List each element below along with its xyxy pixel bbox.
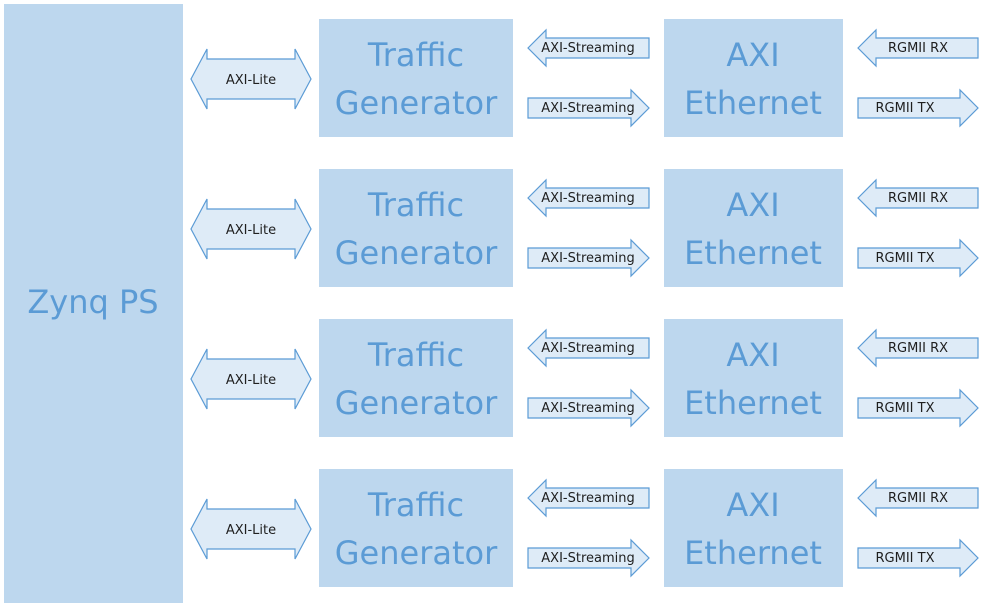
rgmii-tx-arrow bbox=[857, 538, 979, 578]
rgmii-rx-label: RGMII RX bbox=[888, 491, 948, 506]
axi-lite-double-arrow bbox=[190, 348, 312, 410]
pipeline-row: AXI-LiteTrafficGeneratorAXI-StreamingAXI… bbox=[190, 319, 979, 437]
axi-streaming-tx-arrow bbox=[527, 388, 650, 428]
axi-ethernet-label-line2: Ethernet bbox=[684, 384, 822, 422]
traffic-generator-block bbox=[319, 469, 513, 587]
rgmii-rx-label: RGMII RX bbox=[888, 341, 948, 356]
pipeline-row: AXI-LiteTrafficGeneratorAXI-StreamingAXI… bbox=[190, 169, 979, 287]
axi-streaming-tx-label: AXI-Streaming bbox=[541, 401, 634, 416]
zynq-ps-rect bbox=[4, 4, 183, 603]
rgmii-rx-arrow bbox=[857, 28, 979, 68]
axi-streaming-rx-arrow bbox=[527, 28, 650, 68]
pipeline-row: AXI-LiteTrafficGeneratorAXI-StreamingAXI… bbox=[190, 19, 979, 137]
rgmii-rx-arrow bbox=[857, 478, 979, 518]
traffic-generator-label-line1: Traffic bbox=[367, 186, 464, 224]
axi-streaming-rx-label: AXI-Streaming bbox=[541, 491, 634, 506]
axi-ethernet-label-line2: Ethernet bbox=[684, 234, 822, 272]
axi-streaming-tx-arrow bbox=[527, 88, 650, 128]
rgmii-rx-arrow bbox=[857, 178, 979, 218]
axi-streaming-rx-arrow bbox=[527, 178, 650, 218]
axi-ethernet-label-line1: AXI bbox=[726, 336, 779, 374]
axi-ethernet-label-line2: Ethernet bbox=[684, 534, 822, 572]
axi-lite-double-arrow bbox=[190, 498, 312, 560]
axi-streaming-tx-arrow bbox=[527, 538, 650, 578]
axi-lite-label: AXI-Lite bbox=[226, 73, 276, 88]
traffic-generator-label-line2: Generator bbox=[335, 534, 498, 572]
rgmii-rx-arrow bbox=[857, 328, 979, 368]
axi-ethernet-block bbox=[664, 469, 843, 587]
rgmii-tx-label: RGMII TX bbox=[876, 401, 935, 416]
axi-streaming-tx-label: AXI-Streaming bbox=[541, 551, 634, 566]
axi-streaming-rx-label: AXI-Streaming bbox=[541, 341, 634, 356]
axi-lite-label: AXI-Lite bbox=[226, 523, 276, 538]
axi-ethernet-block bbox=[664, 319, 843, 437]
axi-streaming-tx-label: AXI-Streaming bbox=[541, 101, 634, 116]
zynq-ps-label: Zynq PS bbox=[27, 283, 158, 321]
traffic-generator-label-line1: Traffic bbox=[367, 336, 464, 374]
axi-ethernet-label-line2: Ethernet bbox=[684, 84, 822, 122]
traffic-generator-block bbox=[319, 169, 513, 287]
traffic-generator-label-line2: Generator bbox=[335, 84, 498, 122]
axi-streaming-rx-arrow bbox=[527, 328, 650, 368]
rgmii-tx-label: RGMII TX bbox=[876, 551, 935, 566]
axi-ethernet-label-line1: AXI bbox=[726, 186, 779, 224]
traffic-generator-block bbox=[319, 319, 513, 437]
rgmii-tx-label: RGMII TX bbox=[876, 251, 935, 266]
traffic-generator-label-line1: Traffic bbox=[367, 486, 464, 524]
traffic-generator-label-line2: Generator bbox=[335, 384, 498, 422]
rgmii-tx-label: RGMII TX bbox=[876, 101, 935, 116]
rgmii-tx-arrow bbox=[857, 238, 979, 278]
pipeline-row: AXI-LiteTrafficGeneratorAXI-StreamingAXI… bbox=[190, 469, 979, 587]
axi-streaming-rx-arrow bbox=[527, 478, 650, 518]
rgmii-rx-label: RGMII RX bbox=[888, 191, 948, 206]
axi-ethernet-label-line1: AXI bbox=[726, 486, 779, 524]
axi-streaming-rx-label: AXI-Streaming bbox=[541, 191, 634, 206]
axi-lite-label: AXI-Lite bbox=[226, 223, 276, 238]
axi-ethernet-block bbox=[664, 169, 843, 287]
traffic-generator-label-line2: Generator bbox=[335, 234, 498, 272]
rgmii-tx-arrow bbox=[857, 88, 979, 128]
traffic-generator-label-line1: Traffic bbox=[367, 36, 464, 74]
axi-lite-label: AXI-Lite bbox=[226, 373, 276, 388]
rgmii-tx-arrow bbox=[857, 388, 979, 428]
axi-streaming-tx-arrow bbox=[527, 238, 650, 278]
traffic-generator-block bbox=[319, 19, 513, 137]
axi-ethernet-label-line1: AXI bbox=[726, 36, 779, 74]
rgmii-rx-label: RGMII RX bbox=[888, 41, 948, 56]
axi-lite-double-arrow bbox=[190, 198, 312, 260]
axi-streaming-tx-label: AXI-Streaming bbox=[541, 251, 634, 266]
pipeline-rows: AXI-LiteTrafficGeneratorAXI-StreamingAXI… bbox=[190, 19, 979, 587]
axi-ethernet-block bbox=[664, 19, 843, 137]
axi-streaming-rx-label: AXI-Streaming bbox=[541, 41, 634, 56]
zynq-ps-block: Zynq PS bbox=[4, 4, 183, 603]
axi-lite-double-arrow bbox=[190, 48, 312, 110]
